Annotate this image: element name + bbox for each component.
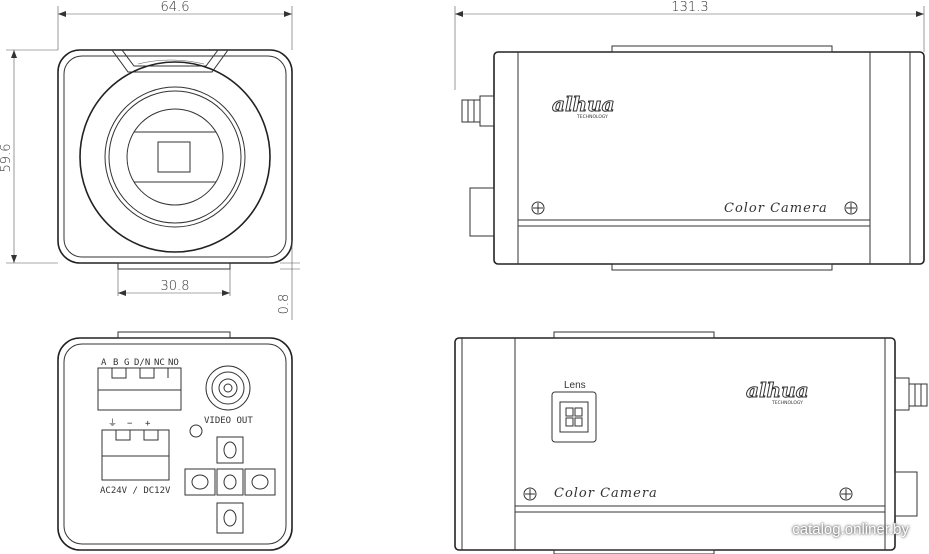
product-label: Color Camera bbox=[724, 201, 828, 216]
dimension-length: 131.3 bbox=[671, 0, 708, 15]
lens-connector-port bbox=[551, 391, 597, 443]
brand-logo-subtext: TECHNOLOGY bbox=[771, 400, 803, 406]
brand-logo: alhua bbox=[552, 92, 615, 116]
top-view: Lens alhua TECHNOLOGY Color Camera bbox=[454, 331, 928, 554]
screw-icon bbox=[523, 487, 537, 501]
osd-button-left[interactable] bbox=[184, 468, 216, 496]
rear-view: A B G D/N NC NO VIDEO OUT ⏚ − + bbox=[57, 331, 293, 551]
alarm-terminal-block bbox=[97, 367, 182, 411]
terminal-label-b: B bbox=[113, 358, 118, 368]
osd-button-up[interactable] bbox=[216, 436, 244, 464]
watermark: catalog.onliner.by bbox=[792, 521, 909, 538]
power-input-label: AC24V / DC12V bbox=[100, 486, 171, 496]
osd-button-center[interactable] bbox=[216, 468, 244, 496]
dimension-mount-width: 30.8 bbox=[161, 279, 190, 294]
screw-icon bbox=[531, 201, 545, 215]
dimension-front-width: 64.6 bbox=[161, 0, 190, 15]
terminal-label-a: A bbox=[101, 358, 107, 368]
video-out-connector bbox=[205, 365, 251, 411]
plus-symbol-icon: + bbox=[145, 419, 151, 429]
terminal-label-dn: D/N bbox=[134, 358, 150, 368]
osd-button-down[interactable] bbox=[216, 502, 244, 534]
ground-symbol-icon: ⏚ bbox=[108, 418, 117, 429]
product-label: Color Camera bbox=[554, 486, 658, 501]
minus-symbol-icon: − bbox=[127, 419, 133, 429]
power-terminal-block bbox=[101, 429, 170, 481]
front-view: 64.6 59.6 30.8 0.8 bbox=[0, 0, 300, 320]
terminal-label-g: G bbox=[124, 358, 129, 368]
terminal-label-no: NO bbox=[168, 358, 179, 368]
video-out-label: VIDEO OUT bbox=[204, 416, 253, 426]
brand-logo: alhua bbox=[746, 378, 809, 402]
brand-logo-subtext: TECHNOLOGY bbox=[576, 114, 608, 120]
dimension-front-height: 59.6 bbox=[0, 144, 14, 173]
terminal-label-nc: NC bbox=[154, 358, 165, 368]
power-led-indicator bbox=[189, 424, 203, 438]
dimension-mount-offset: 0.8 bbox=[277, 294, 292, 315]
screw-icon bbox=[844, 201, 858, 215]
osd-button-right[interactable] bbox=[244, 468, 276, 496]
lens-connector-label: Lens bbox=[564, 380, 586, 391]
screw-icon bbox=[839, 487, 853, 501]
side-view: 131.3 alhua TECHNOLOGY Color Camera bbox=[454, 0, 925, 271]
